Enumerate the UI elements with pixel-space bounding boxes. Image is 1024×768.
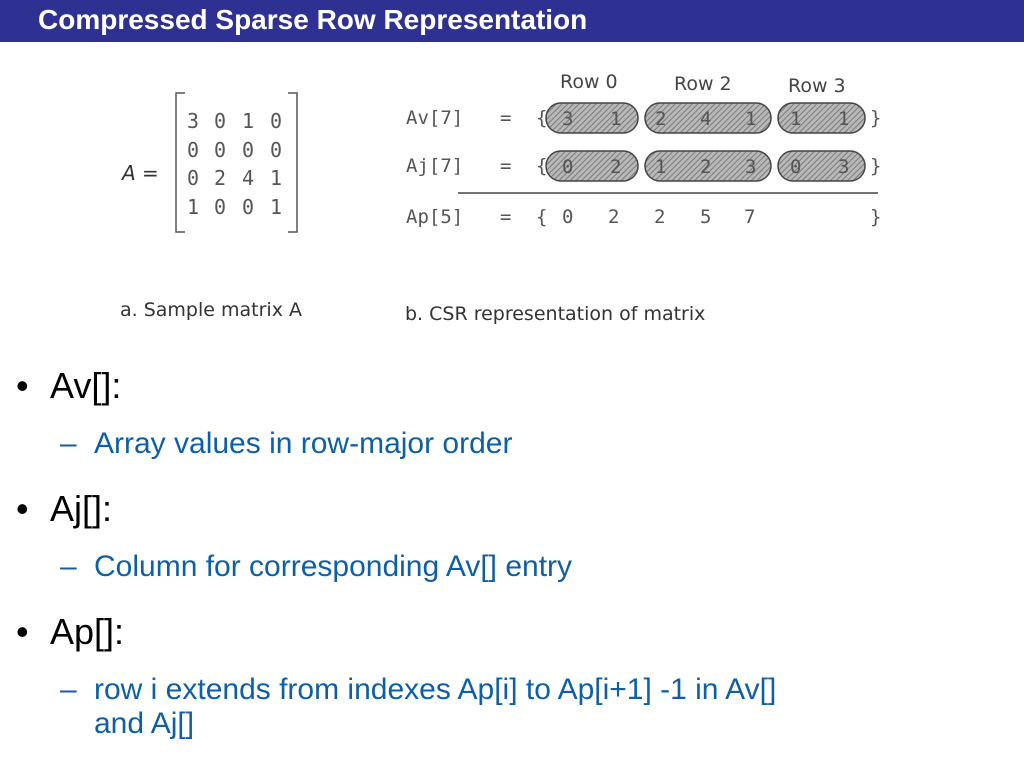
- matrix-cell: 0: [270, 138, 282, 162]
- matrix-cell: 1: [187, 195, 199, 219]
- matrix-cell: 0: [187, 166, 199, 190]
- matrix-cell: 0: [242, 195, 254, 219]
- caption-a: a. Sample matrix A: [120, 299, 302, 321]
- matrix-cell: 0: [214, 109, 226, 133]
- ap-value: 2: [654, 206, 665, 228]
- aj-value: 2: [700, 156, 711, 178]
- av-value: 1: [838, 108, 849, 130]
- av-value: 3: [562, 108, 573, 130]
- equals-sign: =: [500, 155, 511, 177]
- matrix-cell: 1: [242, 109, 254, 133]
- equals-sign: =: [500, 206, 511, 228]
- sub-text: Array values in row-major order: [94, 427, 513, 460]
- sub-bullet-ap: –row i extends from indexes Ap[i] to Ap[…: [60, 673, 776, 741]
- sub-marker: –: [60, 673, 77, 706]
- matrix-cell: 4: [242, 166, 254, 190]
- row-header: Row 2: [674, 73, 732, 95]
- aj-row3-pill: [777, 150, 866, 182]
- bullet-marker: •: [16, 488, 29, 529]
- matrix-label: A =: [120, 161, 159, 185]
- aj-value: 1: [655, 156, 666, 178]
- aj-label: Aj[7]: [406, 155, 463, 177]
- aj-value: 3: [838, 156, 849, 178]
- sub-text: row i extends from indexes Ap[i] to Ap[i…: [94, 673, 777, 706]
- bullet-label: Ap[]:: [50, 611, 125, 652]
- av-value: 4: [700, 108, 711, 130]
- open-brace: {: [536, 206, 547, 228]
- av-label: Av[7]: [406, 107, 463, 129]
- bullet-av: • Av[]:: [16, 365, 121, 407]
- av-row0-pill: [545, 102, 639, 134]
- aj-value: 3: [745, 156, 756, 178]
- row-header: Row 0: [560, 71, 618, 93]
- sub-marker: –: [60, 550, 77, 583]
- aj-row2-pill: [644, 150, 772, 182]
- row-headers: Row 0 Row 2 Row 3: [560, 71, 846, 97]
- csr-figure: A = 3 0 1 0 0 0 0 0 0 2 4 1 1 0 0 1 Row …: [120, 71, 881, 325]
- ap-label: Ap[5]: [406, 206, 463, 228]
- title-bar: Compressed Sparse Row Representation: [0, 0, 1024, 42]
- aj-value: 2: [610, 156, 621, 178]
- av-value: 2: [655, 108, 666, 130]
- av-row3-pill: [777, 102, 866, 134]
- aj-value: 0: [562, 156, 573, 178]
- ap-value: 2: [608, 206, 619, 228]
- equals-sign: =: [500, 107, 511, 129]
- sub-marker: –: [60, 427, 77, 460]
- ap-value: 7: [744, 206, 755, 228]
- av-value: 1: [610, 108, 621, 130]
- matrix-right-bracket: [288, 92, 298, 233]
- ap-value: 0: [562, 206, 573, 228]
- av-row2-pill: [644, 102, 772, 134]
- close-brace: }: [870, 155, 881, 177]
- sub-text-continued: and Aj[]: [94, 707, 195, 740]
- bullet-aj: • Aj[]:: [16, 488, 112, 530]
- matrix-left-bracket: [175, 92, 185, 233]
- matrix-cell: 0: [214, 138, 226, 162]
- close-brace: }: [870, 107, 881, 129]
- sub-bullet-av: –Array values in row-major order: [60, 427, 512, 461]
- open-brace: {: [536, 155, 547, 177]
- av-value: 1: [790, 108, 801, 130]
- aj-value: 0: [790, 156, 801, 178]
- matrix-cell: 3: [187, 109, 199, 133]
- bullet-label: Av[]:: [50, 365, 122, 406]
- bullet-marker: •: [16, 365, 29, 406]
- aj-row0-pill: [545, 150, 639, 182]
- sub-bullet-aj: –Column for corresponding Av[] entry: [60, 550, 572, 584]
- sub-text: Column for corresponding Av[] entry: [94, 550, 573, 583]
- matrix-cells: 3 0 1 0 0 0 0 0 0 2 4 1 1 0 0 1: [187, 109, 282, 219]
- ap-value: 5: [700, 206, 711, 228]
- row-header: Row 3: [788, 75, 846, 97]
- matrix-cell: 0: [270, 109, 282, 133]
- bullet-ap: • Ap[]:: [16, 611, 124, 653]
- bullet-label: Aj[]:: [50, 488, 113, 529]
- matrix-cell: 0: [187, 138, 199, 162]
- av-value: 1: [745, 108, 756, 130]
- matrix-cell: 0: [242, 138, 254, 162]
- open-brace: {: [536, 107, 547, 129]
- matrix-cell: 0: [214, 195, 226, 219]
- matrix-cell: 1: [270, 195, 282, 219]
- matrix-cell: 1: [270, 166, 282, 190]
- slide-title: Compressed Sparse Row Representation: [38, 4, 588, 35]
- caption-b: b. CSR representation of matrix: [405, 303, 705, 325]
- matrix-cell: 2: [214, 166, 226, 190]
- close-brace: }: [870, 206, 881, 228]
- bullet-marker: •: [16, 611, 29, 652]
